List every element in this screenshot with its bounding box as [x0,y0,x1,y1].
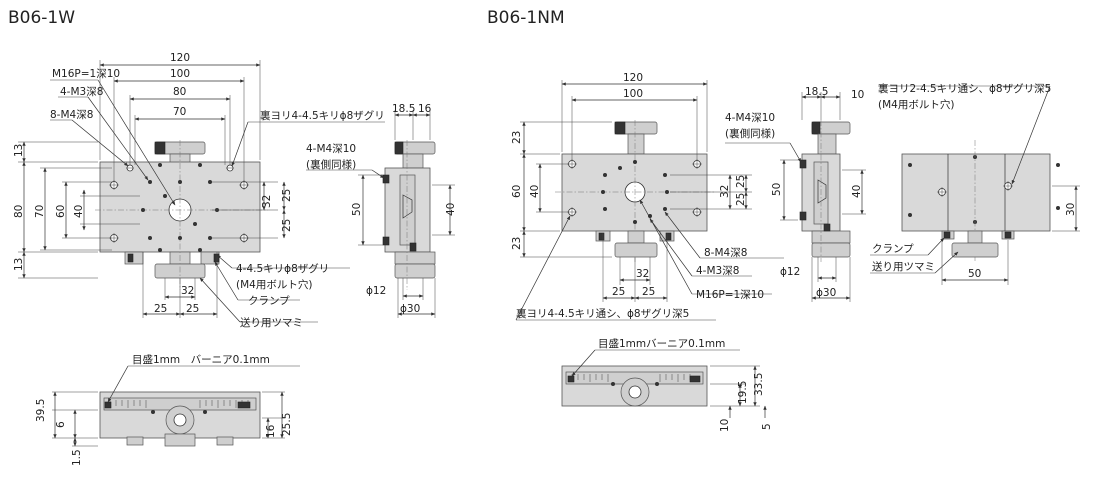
dim-100: 100 [170,68,190,80]
dim-b25a: 25 [154,303,167,315]
note-r-clamp: クランプ [872,243,914,255]
dim-r-23a: 23 [511,131,523,144]
right-front-view: 19.5 33.5 10 5 目盛1mmバーニア0.1mm [561,337,773,432]
dim-r-18-5: 18.5 [805,86,828,98]
note-r-back2: 裏ヨリ2-4.5キリ通シ、ϕ8ザグリ深5 [878,82,1051,95]
dim-r-phi12: ϕ12 [780,266,800,278]
dim-r-phi30: ϕ30 [816,287,836,299]
title-b06-1nm: B06-1NM [487,8,565,28]
dim-r-r25a: 25 [735,175,747,188]
dim-f16: 16 [265,424,277,438]
right-end-view: 30 50 裏ヨリ2-4.5キリ通シ、ϕ8ザグリ深5 (M4用ボルト穴) クラン… [870,82,1080,285]
dim-e50: 50 [968,268,981,280]
note-r-m4side: 4-M4深10 [725,112,775,124]
dim-h80: 80 [13,205,25,218]
note-drill2: (M4用ボルト穴) [236,278,312,291]
dim-r-40: 40 [529,185,541,198]
dim-e30: 30 [1065,203,1077,216]
dim-1-5: 1.5 [71,449,83,466]
dim-r-b32: 32 [636,268,649,280]
dim-r-b25a: 25 [612,286,625,298]
note-clamp: クランプ [248,295,290,307]
note-r-knob: 送り用ツマミ [872,260,935,273]
note-knob: 送り用ツマミ [240,316,303,329]
dim-r32: 32 [261,195,273,208]
left-side-view: 18.5 16 50 40 ϕ12 ϕ30 4-M4深10 (裏側同様) [306,103,457,318]
dim-r-r25b: 25 [735,193,747,206]
note-m4side2: (裏側同様) [306,158,356,171]
right-side-view: 18.5 10 50 40 ϕ12 ϕ30 4-M4深10 (裏側同様) [725,86,866,302]
left-top-view: 120 100 80 70 13 80 70 60 40 13 [13,52,385,329]
dim-6: 6 [55,421,67,428]
dim-70: 70 [173,106,186,118]
title-b06-1w: B06-1W [8,8,75,28]
note-m16: M16P=1深10 [52,68,120,80]
dim-r-23b: 23 [511,237,523,250]
note-backhole: 裏ヨリ4-4.5キリϕ8ザグリ [260,109,385,122]
note-m3: 4-M3深8 [60,86,103,98]
dim-phi30: ϕ30 [400,303,420,315]
note-m4: 8-M4深8 [50,109,93,121]
note-r-m3: 4-M3深8 [696,265,739,277]
note-r-m16: M16P=1深10 [696,289,764,301]
dim-r-s50: 50 [771,183,783,196]
dim-h60: 60 [55,205,67,218]
note-r-m4: 8-M4深8 [704,247,747,259]
dim-r25b: 25 [281,219,293,232]
dim-25-5: 25.5 [281,413,293,436]
note-scale-right: 目盛1mmバーニア0.1mm [598,337,725,350]
dim-r-r32: 32 [719,185,731,198]
dim-r25a: 25 [281,189,293,202]
note-drill: 4-4.5キリϕ8ザグリ [236,262,329,275]
dim-39-5: 39.5 [35,399,47,422]
note-scale-left: 目盛1mm バーニア0.1mm [132,353,270,366]
dim-19-5: 19.5 [737,381,749,404]
dim-16: 16 [418,103,432,115]
dim-b25b: 25 [186,303,199,315]
dim-h40: 40 [73,205,85,218]
dim-r-10: 10 [851,89,864,101]
left-front-view: 39.5 6 1.5 16 25.5 目盛1mm バーニア0.1mm [35,353,300,466]
note-m4side: 4-M4深10 [306,143,356,155]
dim-33-5: 33.5 [753,373,765,396]
dim-13a: 13 [13,144,25,157]
note-r-back2b: (M4用ボルト穴) [878,98,954,111]
dim-80: 80 [173,86,186,98]
dim-f5: 5 [761,423,773,430]
note-r-m4side2: (裏側同様) [725,127,775,140]
dim-b32: 32 [181,285,194,297]
dim-phi12: ϕ12 [366,285,386,297]
dim-r-100: 100 [623,88,643,100]
dim-13b: 13 [13,258,25,271]
note-r-back4: 裏ヨリ4-4.5キリ通シ、ϕ8ザグリ深5 [516,307,689,320]
dim-s40: 40 [445,203,457,216]
dim-r-s40: 40 [851,185,863,198]
dim-r-b25b: 25 [642,286,655,298]
dim-f10: 10 [719,419,731,432]
dim-r-60: 60 [511,185,523,198]
dim-120: 120 [170,52,190,64]
dim-s50: 50 [351,203,363,216]
right-top-view: 120 100 23 60 23 40 32 25 25 32 25 [511,72,784,321]
dim-r-120: 120 [623,72,643,84]
dim-18-5: 18.5 [392,103,415,115]
dim-h70: 70 [34,205,46,218]
